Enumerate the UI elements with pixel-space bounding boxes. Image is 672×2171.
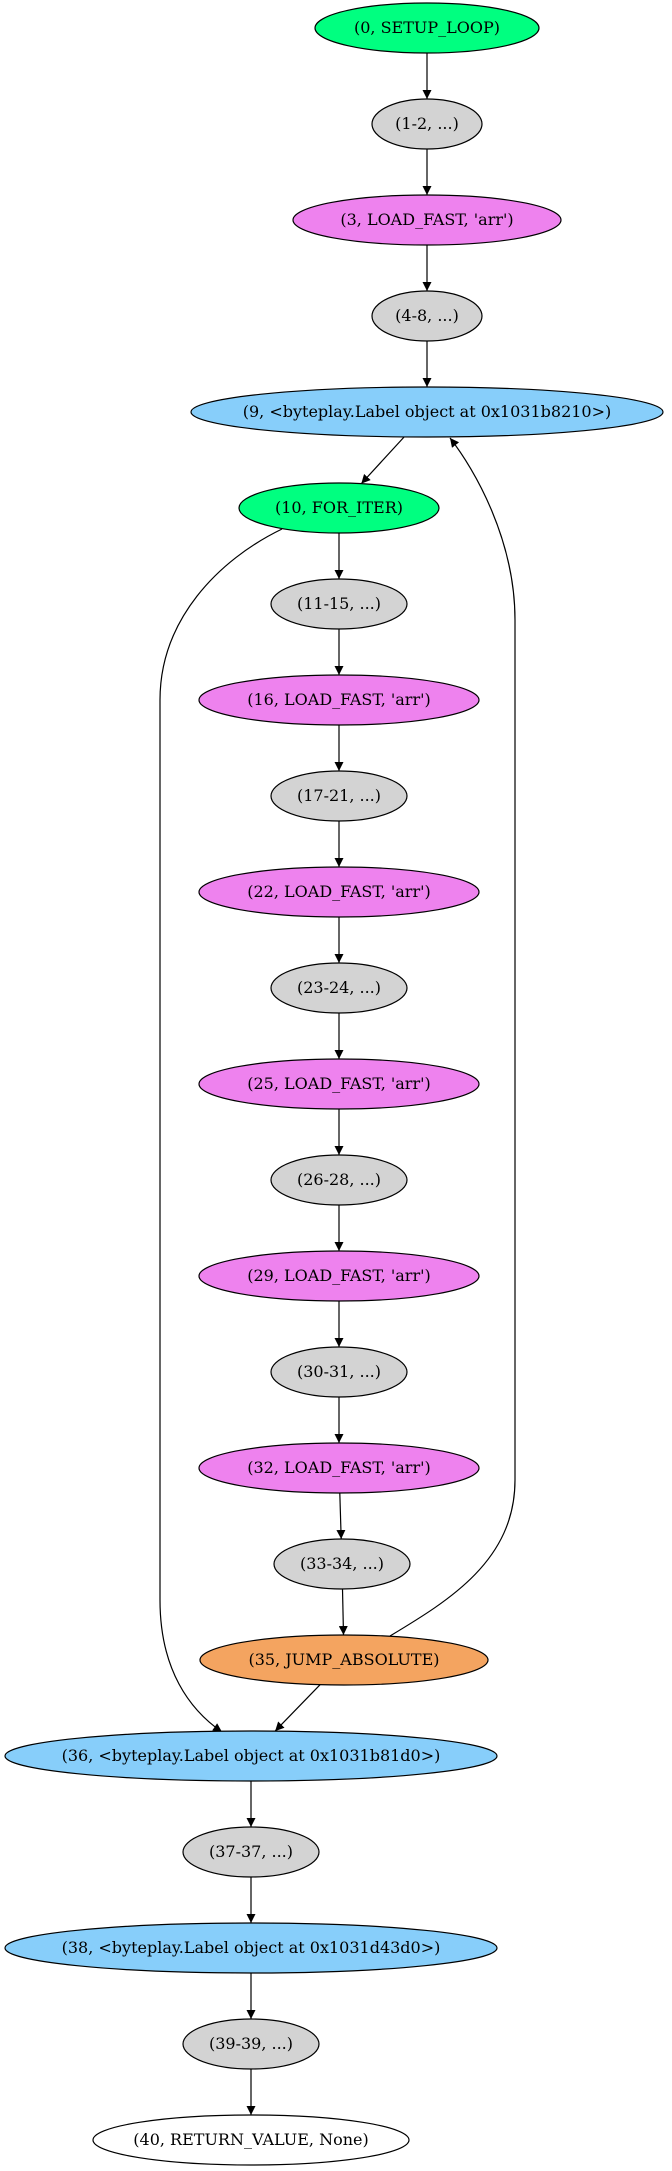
node-shape (182, 1826, 320, 1878)
graph-node-38: (38, <byteplay.Label object at 0x1031d43… (4, 1922, 498, 1974)
graph-node-33: (33-34, ...) (273, 1538, 411, 1590)
edge-33-to-35 (338, 1588, 348, 1636)
node-label: (23-24, ...) (297, 978, 381, 997)
node-shape (270, 770, 408, 822)
node-label: (39-39, ...) (209, 2034, 293, 2053)
node-label: (29, LOAD_FAST, 'arr') (247, 1266, 431, 1285)
node-shape (371, 290, 483, 342)
node-label: (4-8, ...) (395, 306, 459, 325)
edge-layer (159, 53, 516, 2115)
node-label: (30-31, ...) (297, 1362, 381, 1381)
node-label: (32, LOAD_FAST, 'arr') (247, 1458, 431, 1477)
graph-node-25: (25, LOAD_FAST, 'arr') (198, 1058, 480, 1110)
graph-node-11: (11-15, ...) (270, 578, 408, 630)
node-shape (182, 2018, 320, 2070)
graph-node-30: (30-31, ...) (270, 1346, 408, 1398)
node-shape (4, 1922, 498, 1974)
graph-node-16: (16, LOAD_FAST, 'arr') (198, 674, 480, 726)
edge-35-to-36 (274, 1684, 321, 1732)
node-layer: (0, SETUP_LOOP) (1-2, ...) (3, LOAD_FAST, … (4, 2, 664, 2166)
node-shape (273, 1538, 411, 1590)
node-shape (198, 1442, 480, 1494)
node-shape (371, 98, 483, 150)
node-shape (198, 674, 480, 726)
graph-node-39: (39-39, ...) (182, 2018, 320, 2070)
node-label: (0, SETUP_LOOP) (354, 18, 500, 37)
node-label: (37-37, ...) (209, 1842, 293, 1861)
graph-node-17: (17-21, ...) (270, 770, 408, 822)
node-label: (16, LOAD_FAST, 'arr') (247, 690, 431, 709)
node-shape (270, 1154, 408, 1206)
node-shape (198, 1058, 480, 1110)
graph-node-0: (0, SETUP_LOOP) (314, 2, 540, 54)
edge-32-to-33 (336, 1492, 346, 1540)
graph-node-9: (9, <byteplay.Label object at 0x1031b821… (190, 386, 664, 438)
node-shape (292, 194, 562, 246)
node-shape (198, 1250, 480, 1302)
edge-35-to-9 (389, 437, 516, 1637)
node-label: (1-2, ...) (395, 114, 459, 133)
graph-node-4: (4-8, ...) (371, 290, 483, 342)
graph-node-36: (36, <byteplay.Label object at 0x1031b81… (4, 1730, 498, 1782)
node-label: (17-21, ...) (297, 786, 381, 805)
node-label: (11-15, ...) (297, 594, 381, 613)
node-label: (22, LOAD_FAST, 'arr') (247, 882, 431, 901)
graph-node-37: (37-37, ...) (182, 1826, 320, 1878)
graph-node-40: (40, RETURN_VALUE, None) (92, 2114, 410, 2166)
node-label: (36, <byteplay.Label object at 0x1031b81… (62, 1746, 441, 1765)
node-shape (190, 386, 664, 438)
node-shape (92, 2114, 410, 2166)
node-shape (4, 1730, 498, 1782)
node-label: (40, RETURN_VALUE, None) (133, 2130, 368, 2149)
graph-node-29: (29, LOAD_FAST, 'arr') (198, 1250, 480, 1302)
graph-node-23: (23-24, ...) (270, 962, 408, 1014)
node-shape (238, 482, 440, 534)
node-label: (38, <byteplay.Label object at 0x1031d43… (62, 1938, 441, 1957)
node-label: (9, <byteplay.Label object at 0x1031b821… (243, 402, 612, 421)
node-label: (3, LOAD_FAST, 'arr') (340, 210, 513, 229)
node-shape (270, 962, 408, 1014)
node-shape (270, 578, 408, 630)
node-label: (25, LOAD_FAST, 'arr') (247, 1074, 431, 1093)
graph-node-3: (3, LOAD_FAST, 'arr') (292, 194, 562, 246)
graph-node-26: (26-28, ...) (270, 1154, 408, 1206)
node-shape (198, 866, 480, 918)
node-label: (33-34, ...) (300, 1554, 384, 1573)
graph-node-22: (22, LOAD_FAST, 'arr') (198, 866, 480, 918)
graph-node-35: (35, JUMP_ABSOLUTE) (199, 1634, 489, 1686)
node-label: (26-28, ...) (297, 1170, 381, 1189)
node-shape (314, 2, 540, 54)
graph-node-32: (32, LOAD_FAST, 'arr') (198, 1442, 480, 1494)
edge-10-to-36 (159, 528, 283, 1733)
graph-node-10: (10, FOR_ITER) (238, 482, 440, 534)
node-shape (199, 1634, 489, 1686)
graph-node-1: (1-2, ...) (371, 98, 483, 150)
node-shape (270, 1346, 408, 1398)
node-label: (10, FOR_ITER) (275, 498, 403, 517)
edge-9-to-10 (360, 436, 405, 485)
node-label: (35, JUMP_ABSOLUTE) (248, 1650, 439, 1669)
